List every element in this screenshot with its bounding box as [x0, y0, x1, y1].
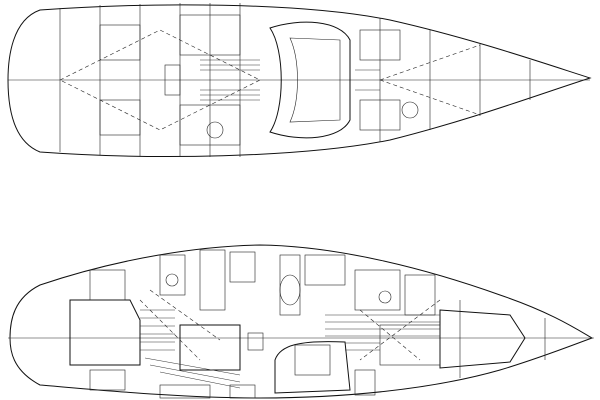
dinette [274, 341, 351, 394]
deck-partitions [59, 3, 531, 157]
dinette-table [294, 344, 331, 376]
forward-cabin-berth [439, 309, 526, 369]
saloon-table [179, 324, 241, 371]
companionway-steps [247, 332, 264, 351]
hull-outline [9, 244, 594, 399]
cockpit-inner [289, 37, 341, 123]
upper-deck-plan [7, 3, 592, 157]
interior-partitions [89, 249, 546, 399]
aft-cabin-berth [69, 299, 141, 366]
hull-outline [7, 4, 592, 157]
lower-accommodation-plan [8, 244, 594, 399]
cockpit [269, 21, 351, 139]
deck-hatching [200, 59, 380, 101]
floor-hatching [140, 309, 440, 389]
